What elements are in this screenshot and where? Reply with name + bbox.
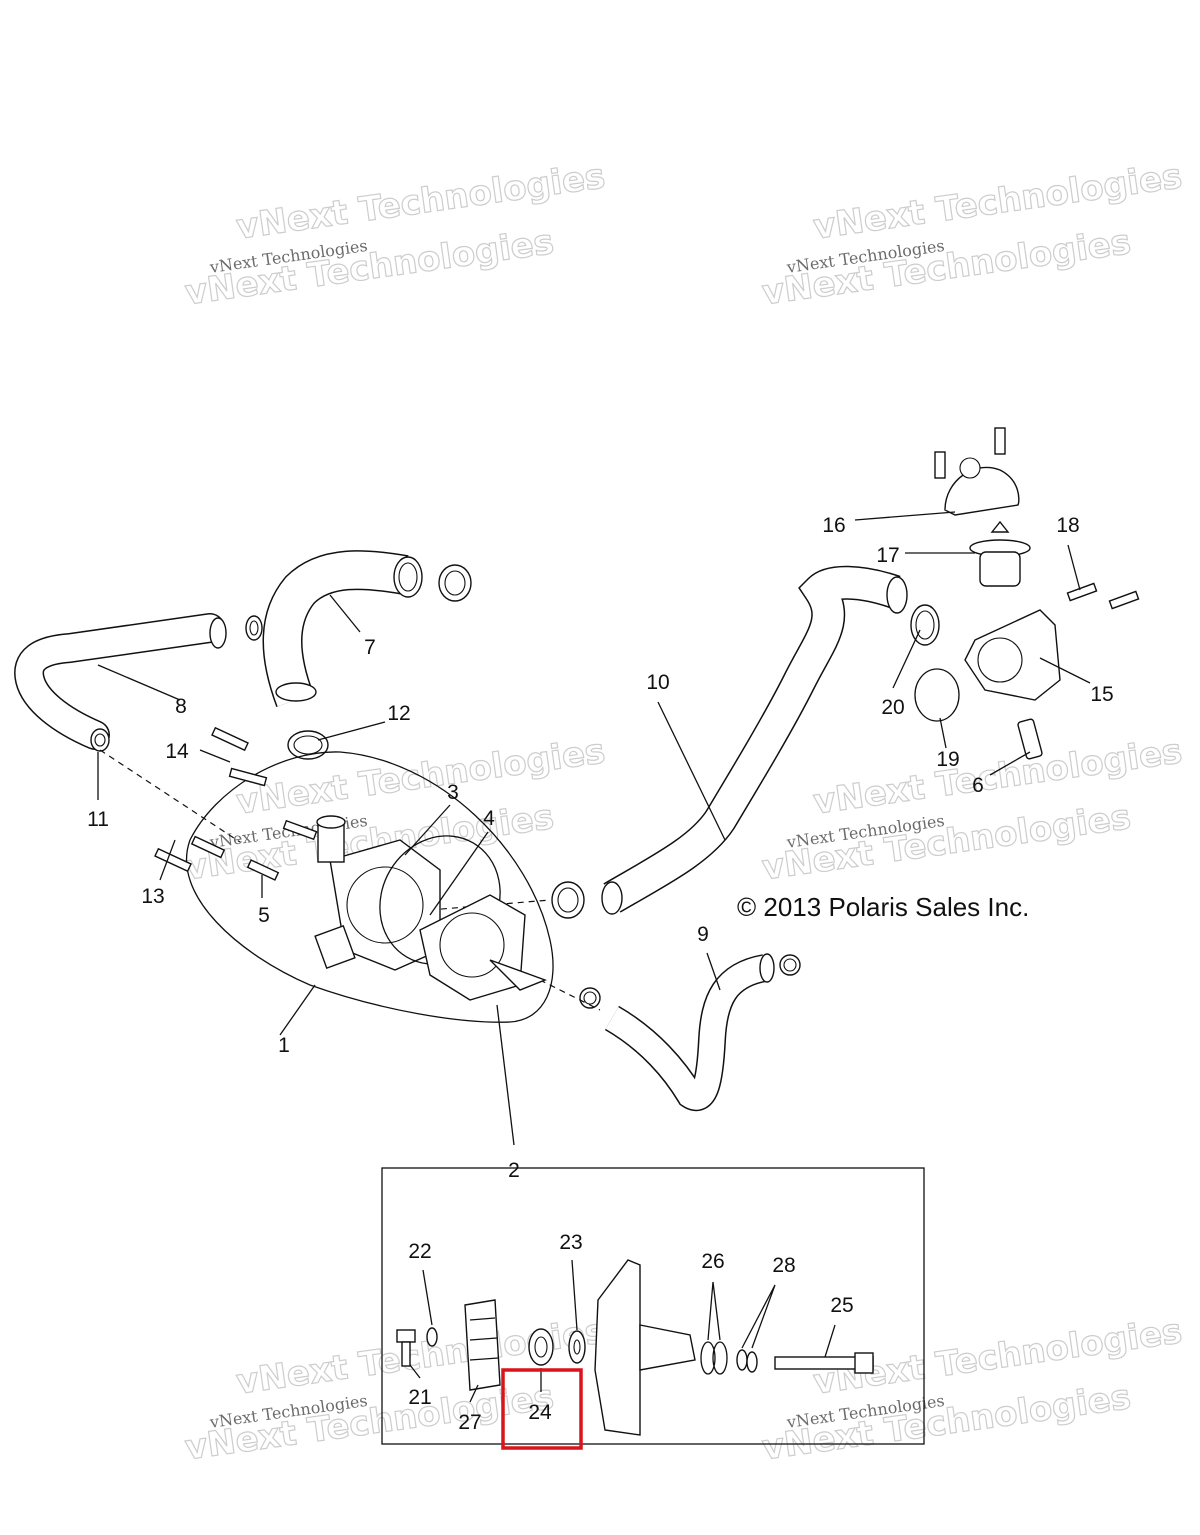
callout-20: 20 — [881, 696, 904, 719]
callout-6: 6 — [972, 774, 984, 797]
pump-assembly-outline — [185, 751, 554, 1023]
o-ring-19 — [914, 668, 960, 722]
callout-23: 23 — [559, 1231, 582, 1254]
thermostat-17 — [969, 520, 1031, 587]
watermark-mid-right: vNext Technologies vNext Technologies vN… — [759, 731, 1185, 889]
clamp-hose-9 — [779, 954, 801, 976]
copyright-text: © 2013 Polaris Sales Inc. — [737, 892, 1029, 922]
sensor-6 — [1017, 718, 1043, 760]
watermark-top-left: vNext Technologies vNext Technologies vN… — [182, 156, 608, 314]
callout-19: 19 — [936, 748, 959, 771]
callout-26: 26 — [701, 1250, 724, 1273]
clamp-hose-9-lower — [579, 987, 601, 1009]
bolt-18-b — [1108, 590, 1140, 610]
callout-12: 12 — [387, 702, 410, 725]
clamp-hose-10 — [551, 881, 585, 919]
thermostat-housing-15 — [964, 609, 1061, 701]
o-ring-26-b — [712, 1341, 728, 1375]
pump-cover-sub — [594, 1259, 696, 1436]
bolt-21 — [396, 1329, 416, 1367]
leader-lines — [97, 511, 1091, 1403]
bolt-top-a — [934, 451, 946, 479]
washer-28-a — [736, 1349, 748, 1371]
highlight-box-24 — [501, 1368, 583, 1450]
hose-7 — [262, 550, 423, 708]
seal-24 — [528, 1328, 554, 1366]
callout-27: 27 — [458, 1411, 481, 1434]
callout-13: 13 — [141, 885, 164, 908]
callout-25: 25 — [830, 1294, 853, 1317]
bolt-b — [282, 819, 318, 841]
bolt-a — [190, 835, 226, 859]
callout-3: 3 — [447, 781, 459, 804]
callout-10: 10 — [646, 671, 669, 694]
center-line-left — [99, 749, 241, 843]
watermark-top-right: vNext Technologies vNext Technologies vN… — [759, 156, 1185, 314]
hose-8 — [14, 613, 227, 750]
clamp-hose-8-end — [245, 615, 263, 641]
bolt-5 — [246, 859, 280, 881]
bolt-18-a — [1066, 582, 1098, 602]
water-pump-housing — [314, 815, 441, 971]
subassembly-box — [381, 1167, 925, 1445]
callout-18: 18 — [1056, 514, 1079, 537]
clamp-hose-7 — [438, 564, 472, 602]
impeller-27 — [464, 1299, 501, 1391]
washer-22 — [426, 1327, 438, 1347]
callout-5: 5 — [258, 904, 270, 927]
callout-1: 1 — [278, 1034, 290, 1057]
callout-8: 8 — [175, 695, 187, 718]
hose-10 — [601, 565, 908, 915]
o-ring-26-a — [700, 1341, 716, 1375]
callout-2: 2 — [508, 1159, 520, 1182]
shaft-25 — [774, 1352, 874, 1374]
callout-21: 21 — [408, 1386, 431, 1409]
watermark-bottom-right: vNext Technologies vNext Technologies vN… — [759, 1311, 1185, 1469]
thermostat-cover-16 — [944, 457, 1020, 516]
callout-4: 4 — [483, 807, 495, 830]
pump-cover — [419, 894, 547, 1001]
callout-22: 22 — [408, 1240, 431, 1263]
clamp-11 — [90, 728, 110, 752]
callout-28: 28 — [772, 1254, 795, 1277]
callout-24: 24 — [528, 1401, 552, 1424]
clamp-12 — [287, 730, 329, 760]
hose-9 — [604, 953, 775, 1111]
callout-7: 7 — [364, 636, 376, 659]
callout-labels: 1 2 3 4 5 6 7 8 9 10 11 12 13 14 15 16 1… — [87, 514, 1114, 1434]
callout-9: 9 — [697, 923, 709, 946]
washer-28-b — [746, 1351, 758, 1373]
bolt-13 — [154, 847, 192, 873]
callout-15: 15 — [1090, 683, 1113, 706]
callout-14: 14 — [165, 740, 189, 763]
bolt-14-b — [228, 767, 268, 787]
washer-23 — [568, 1330, 586, 1364]
callout-11: 11 — [87, 808, 109, 831]
callout-17: 17 — [876, 544, 899, 567]
bolt-14-a — [211, 726, 249, 752]
bolt-top-b — [994, 427, 1006, 455]
callout-16: 16 — [822, 514, 845, 537]
